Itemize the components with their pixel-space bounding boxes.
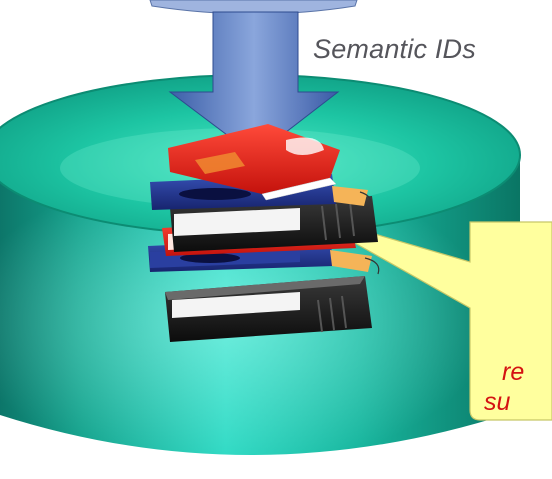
- book-red-top: [168, 124, 340, 201]
- arrow-label: Semantic IDs: [313, 34, 476, 64]
- book-black-middle: [170, 196, 378, 252]
- book-black-bottom: [165, 276, 372, 342]
- callout-text-line-1: re: [502, 358, 525, 386]
- callout-bubble-icon: [299, 211, 552, 421]
- down-arrow-icon: [168, 11, 340, 157]
- callout-text-line-2: su: [484, 388, 511, 416]
- book-stack-icon: [148, 124, 380, 342]
